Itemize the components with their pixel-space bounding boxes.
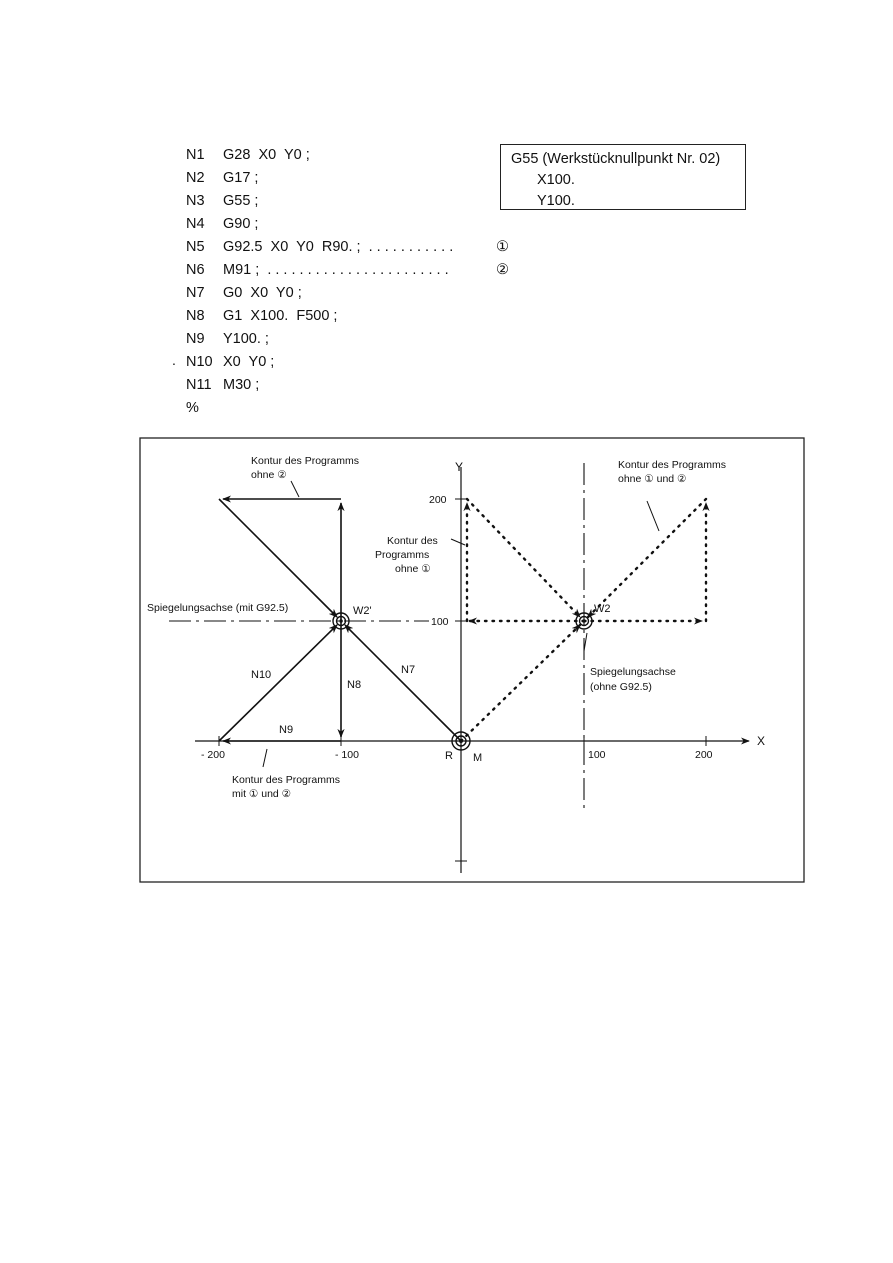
line-number: N1 <box>186 147 205 163</box>
line-statement: G17 ; <box>223 170 259 186</box>
y-tick-label-100: 100 <box>431 616 449 628</box>
contour-no12-label-1: Kontur des Programms <box>618 459 726 471</box>
leader-contour-no2 <box>290 480 300 498</box>
leader-contour-no12 <box>646 500 660 532</box>
line-statement: G0 X0 Y0 ; <box>223 285 302 301</box>
contour-no2-label-2: ohne ② <box>251 469 287 481</box>
contour-no2-label-1: Kontur des Programms <box>251 455 359 467</box>
contour-no1-label-2: Programms <box>375 549 429 561</box>
line-statement: M30 ; <box>223 377 260 393</box>
info-box-x-value: X100. <box>537 172 575 188</box>
line-number: N10 <box>186 354 213 370</box>
contour-no1-label-3: ohne ① <box>395 563 431 575</box>
info-box-title: G55 (Werkstücknullpunkt Nr. 02) <box>511 151 721 167</box>
zero-point-w2-icon <box>575 612 593 630</box>
x-axis-label: X <box>757 734 765 748</box>
line-number: N6 <box>186 262 205 278</box>
figure-frame <box>139 437 805 883</box>
contour-no12-move <box>459 623 582 743</box>
contour-no12-diag <box>586 497 708 619</box>
segment-n10 <box>218 624 338 742</box>
label-w2: W2 <box>594 603 611 615</box>
line-number: N8 <box>186 308 205 324</box>
contour-no1-diag <box>465 497 582 619</box>
y-tick-label-200: 200 <box>429 494 447 506</box>
label-n8: N8 <box>347 679 361 691</box>
line-statement: G55 ; <box>223 193 259 209</box>
mirror-axis-without-label-2: (ohne G92.5) <box>590 681 652 693</box>
x-tick-label-minus-200: - 200 <box>201 749 225 761</box>
label-m: M <box>473 752 482 764</box>
contour-with12-label-1: Kontur des Programms <box>232 774 340 786</box>
margin-dot: . <box>172 352 176 368</box>
contour-no12-label-2: ohne ① und ② <box>618 473 687 485</box>
contour-no1-label-1: Kontur des <box>387 535 438 547</box>
x-tick-label-200: 200 <box>695 749 713 761</box>
segment-n7 <box>344 624 462 742</box>
mirror-axis-with-label: Spiegelungsachse (mit G92.5) <box>147 602 288 614</box>
label-n7: N7 <box>401 664 415 676</box>
x-tick-label-100: 100 <box>588 749 606 761</box>
y-axis-label: Y <box>455 460 463 474</box>
line-number: N7 <box>186 285 205 301</box>
line-statement: Y100. ; <box>223 331 269 347</box>
leader-mirror-without <box>583 632 588 652</box>
line-statement: G90 ; <box>223 216 259 232</box>
line-statement: X0 Y0 ; <box>223 354 275 370</box>
mirror-diagram-svg: Y X - 200 - 100 100 200 200 100 R M W2' … <box>139 437 805 883</box>
line-statement: M91 ; . . . . . . . . . . . . . . . . . … <box>223 262 449 278</box>
label-w2-prime: W2' <box>353 605 372 617</box>
contour-no2-diag <box>218 498 338 618</box>
program-end-marker: % <box>186 400 199 416</box>
label-n10: N10 <box>251 669 271 681</box>
line-marker: ① <box>496 239 509 255</box>
line-number: N3 <box>186 193 205 209</box>
leader-contour-no1 <box>450 538 466 546</box>
line-number: N9 <box>186 331 205 347</box>
line-statement: G92.5 X0 Y0 R90. ; . . . . . . . . . . . <box>223 239 454 255</box>
contour-with12-label-2: mit ① und ② <box>232 788 292 800</box>
mirror-diagram: Y X - 200 - 100 100 200 200 100 R M W2' … <box>139 437 805 883</box>
mirror-axis-without-label-1: Spiegelungsachse <box>590 666 676 678</box>
x-tick-label-minus-100: - 100 <box>335 749 359 761</box>
work-offset-info-box: G55 (Werkstücknullpunkt Nr. 02) X100. Y1… <box>500 144 746 210</box>
line-statement: G1 X100. F500 ; <box>223 308 338 324</box>
line-number: N5 <box>186 239 205 255</box>
line-statement: G28 X0 Y0 ; <box>223 147 310 163</box>
zero-point-w2p-icon <box>332 612 350 630</box>
line-number: N2 <box>186 170 205 186</box>
label-n9: N9 <box>279 724 293 736</box>
label-r: R <box>445 750 453 762</box>
line-number: N4 <box>186 216 205 232</box>
line-marker: ② <box>496 262 509 278</box>
info-box-y-value: Y100. <box>537 193 575 209</box>
leader-contour-with12 <box>262 748 268 768</box>
line-number: N11 <box>186 377 212 393</box>
machine-zero-point-icon <box>451 731 471 751</box>
